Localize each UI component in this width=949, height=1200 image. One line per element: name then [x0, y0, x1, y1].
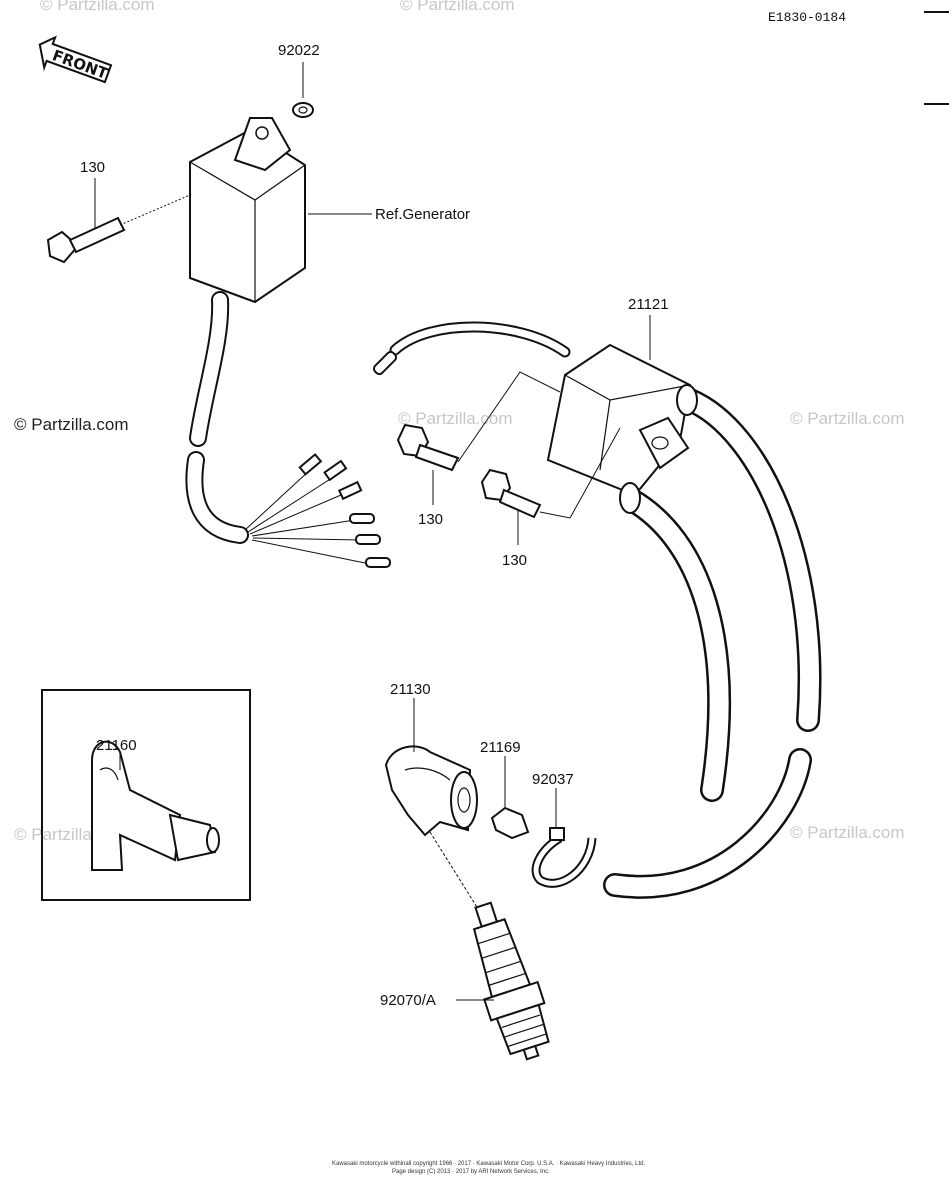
watermark-right: © Partzilla.com [790, 409, 905, 428]
label-21169: 21169 [480, 739, 521, 756]
document-code: E1830-0184 [768, 10, 846, 25]
watermark-lower-right: © Partzilla.com [790, 823, 905, 842]
plug-cap-21130 [384, 745, 478, 837]
label-130-cdi: 130 [80, 159, 105, 176]
label-92022: 92022 [278, 42, 320, 59]
footer-copyright-line2: Page design (C) 2013 · 2017 by ARI Netwo… [392, 1169, 550, 1175]
inset-box-21160 [41, 689, 251, 901]
bolt-130-coil-lower [480, 427, 621, 519]
footer-copyright-line1: Kawasaki motorcycle withinall copyright … [332, 1161, 645, 1167]
washer-92022 [292, 102, 314, 118]
watermark-top-center: © Partzilla.com [400, 0, 515, 14]
watermark-left: © Partzilla.com [14, 415, 129, 434]
label-130-coil-upper: 130 [418, 511, 443, 528]
label-ref-generator: Ref.Generator [375, 206, 470, 223]
ignition-coil [372, 321, 822, 899]
bolt-130-cdi [46, 194, 191, 264]
plug-cap-21160 [91, 740, 220, 871]
spark-plug-92070 [472, 901, 550, 1061]
front-label: FRONT [50, 46, 111, 83]
band-92037 [531, 827, 597, 888]
watermark-top-left: © Partzilla.com [40, 0, 155, 14]
label-130-coil-lower: 130 [502, 552, 527, 569]
watermark-mid: © Partzilla.com [398, 409, 513, 428]
label-21160: 21160 [96, 737, 137, 754]
label-92037: 92037 [532, 771, 574, 788]
bolt-130-coil-upper [396, 371, 561, 472]
label-92070: 92070/A [380, 992, 436, 1009]
clip-21169 [490, 806, 530, 840]
front-arrow-icon: FRONT [38, 35, 113, 84]
label-21130: 21130 [390, 681, 431, 698]
label-21121: 21121 [628, 296, 669, 313]
cdi-unit [185, 117, 391, 568]
